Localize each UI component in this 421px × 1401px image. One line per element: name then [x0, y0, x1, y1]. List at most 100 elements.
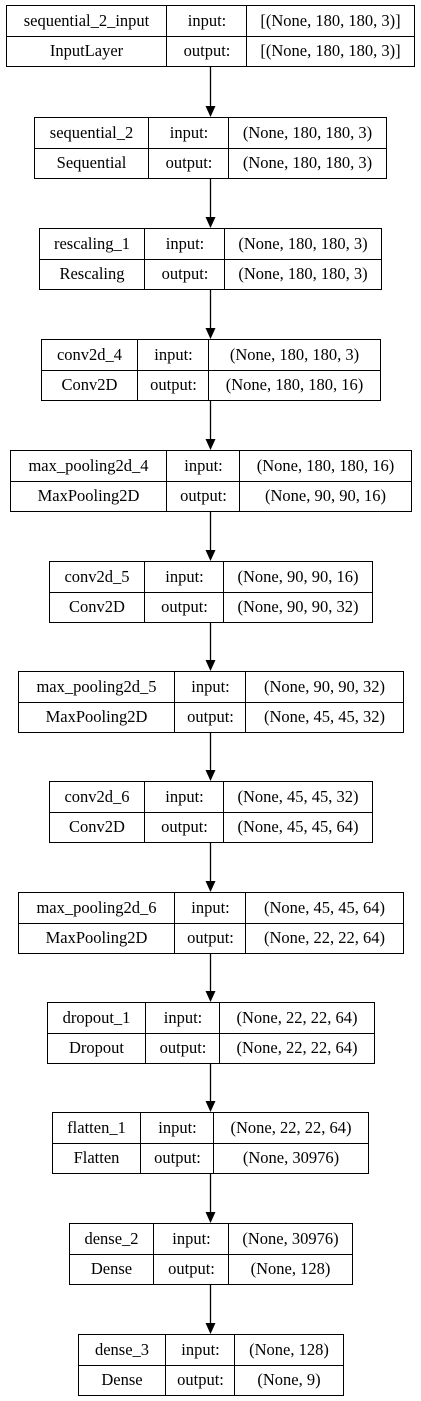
output-shape: (None, 128) — [228, 1254, 352, 1284]
node-output-row: InputLayer output:[(None, 180, 180, 3)] — [7, 36, 414, 66]
output-label: output: — [148, 148, 229, 178]
layer-name: dense_3 — [94, 1340, 150, 1359]
arrowhead-icon — [205, 1212, 216, 1223]
node-input-row: dropout_1 input:(None, 22, 22, 64) — [48, 1003, 374, 1034]
arrowhead-icon — [205, 881, 216, 892]
layer-type: Flatten — [73, 1148, 120, 1167]
arrowhead-icon — [205, 106, 216, 117]
output-shape: (None, 9) — [234, 1365, 343, 1395]
input-shape: (None, 45, 45, 32) — [223, 782, 372, 812]
layer-name: conv2d_4 — [56, 345, 123, 364]
input-label: input: — [145, 1003, 220, 1033]
input-shape: (None, 22, 22, 64) — [219, 1003, 374, 1033]
node-output-row: Sequential output:(None, 180, 180, 3) — [35, 148, 386, 178]
output-label: output: — [165, 1365, 235, 1395]
input-shape: (None, 180, 180, 16) — [239, 451, 411, 481]
layer-name: max_pooling2d_4 — [28, 456, 149, 475]
input-shape: [(None, 180, 180, 3)] — [246, 6, 414, 36]
input-label: input: — [174, 893, 246, 923]
output-shape: (None, 45, 45, 32) — [245, 702, 403, 732]
output-label: output: — [174, 702, 246, 732]
layer-name: conv2d_5 — [64, 567, 130, 586]
input-label: input: — [166, 451, 240, 481]
node-input-row: sequential_2 input:(None, 180, 180, 3) — [35, 118, 386, 149]
input-shape: (None, 128) — [234, 1335, 343, 1365]
input-shape: (None, 45, 45, 64) — [245, 893, 403, 923]
layer-type: Dropout — [69, 1038, 124, 1057]
layer-name: max_pooling2d_6 — [36, 898, 157, 917]
output-label: output: — [137, 370, 209, 400]
input-label: input: — [166, 6, 247, 36]
layer-type: Dense — [90, 1259, 133, 1278]
input-label: input: — [165, 1335, 235, 1365]
output-shape: [(None, 180, 180, 3)] — [246, 36, 414, 66]
input-label: input: — [174, 672, 246, 702]
output-label: output: — [140, 1143, 214, 1173]
node-output-row: Conv2D output:(None, 180, 180, 16) — [42, 370, 380, 400]
input-shape: (None, 180, 180, 3) — [224, 229, 381, 259]
output-shape: (None, 22, 22, 64) — [245, 923, 403, 953]
layer-name: dense_2 — [84, 1229, 139, 1248]
arrowhead-icon — [205, 991, 216, 1002]
input-label: input: — [153, 1224, 229, 1254]
output-shape: (None, 180, 180, 16) — [208, 370, 380, 400]
output-shape: (None, 180, 180, 3) — [228, 148, 386, 178]
layer-type: Conv2D — [69, 817, 125, 836]
layer-type: Conv2D — [61, 375, 118, 394]
layer-name: dropout_1 — [62, 1008, 131, 1027]
layer-type: Dense — [101, 1370, 143, 1389]
layer-node: dense_3 input:(None, 128) Dense output:(Non… — [78, 1334, 344, 1396]
output-label: output: — [174, 923, 246, 953]
node-output-row: MaxPooling2D output:(None, 22, 22, 64) — [19, 923, 403, 953]
output-label: output: — [145, 1033, 220, 1063]
input-label: input: — [148, 118, 229, 148]
output-label: output: — [144, 592, 224, 622]
output-label: output: — [144, 259, 225, 289]
output-label: output: — [166, 36, 247, 66]
layer-node: max_pooling2d_4 input:(None, 180, 180, 16… — [10, 450, 412, 512]
node-input-row: dense_3 input:(None, 128) — [79, 1335, 343, 1366]
arrowhead-icon — [205, 550, 216, 561]
output-shape: (None, 45, 45, 64) — [223, 812, 372, 842]
layer-type: MaxPooling2D — [45, 707, 148, 726]
node-input-row: conv2d_4 input:(None, 180, 180, 3) — [42, 340, 380, 371]
layer-type: MaxPooling2D — [45, 928, 148, 947]
node-output-row: Dense output:(None, 9) — [79, 1365, 343, 1395]
input-shape: (None, 180, 180, 3) — [208, 340, 380, 370]
output-shape: (None, 22, 22, 64) — [219, 1033, 374, 1063]
layer-name: sequential_2 — [49, 123, 134, 142]
output-shape: (None, 30976) — [213, 1143, 368, 1173]
layer-name: conv2d_6 — [64, 787, 130, 806]
input-shape: (None, 180, 180, 3) — [228, 118, 386, 148]
layer-type: Rescaling — [59, 264, 125, 283]
input-label: input: — [144, 562, 224, 592]
output-shape: (None, 90, 90, 32) — [223, 592, 372, 622]
layer-type: Sequential — [56, 153, 127, 172]
arrowhead-icon — [205, 770, 216, 781]
input-label: input: — [140, 1113, 214, 1143]
layer-node: dropout_1 input:(None, 22, 22, 64) Dropout… — [47, 1002, 375, 1064]
arrowhead-icon — [205, 1323, 216, 1334]
layer-name: rescaling_1 — [53, 234, 131, 253]
input-label: input: — [137, 340, 209, 370]
layer-type: InputLayer — [49, 41, 124, 60]
layer-name: max_pooling2d_5 — [36, 677, 157, 696]
